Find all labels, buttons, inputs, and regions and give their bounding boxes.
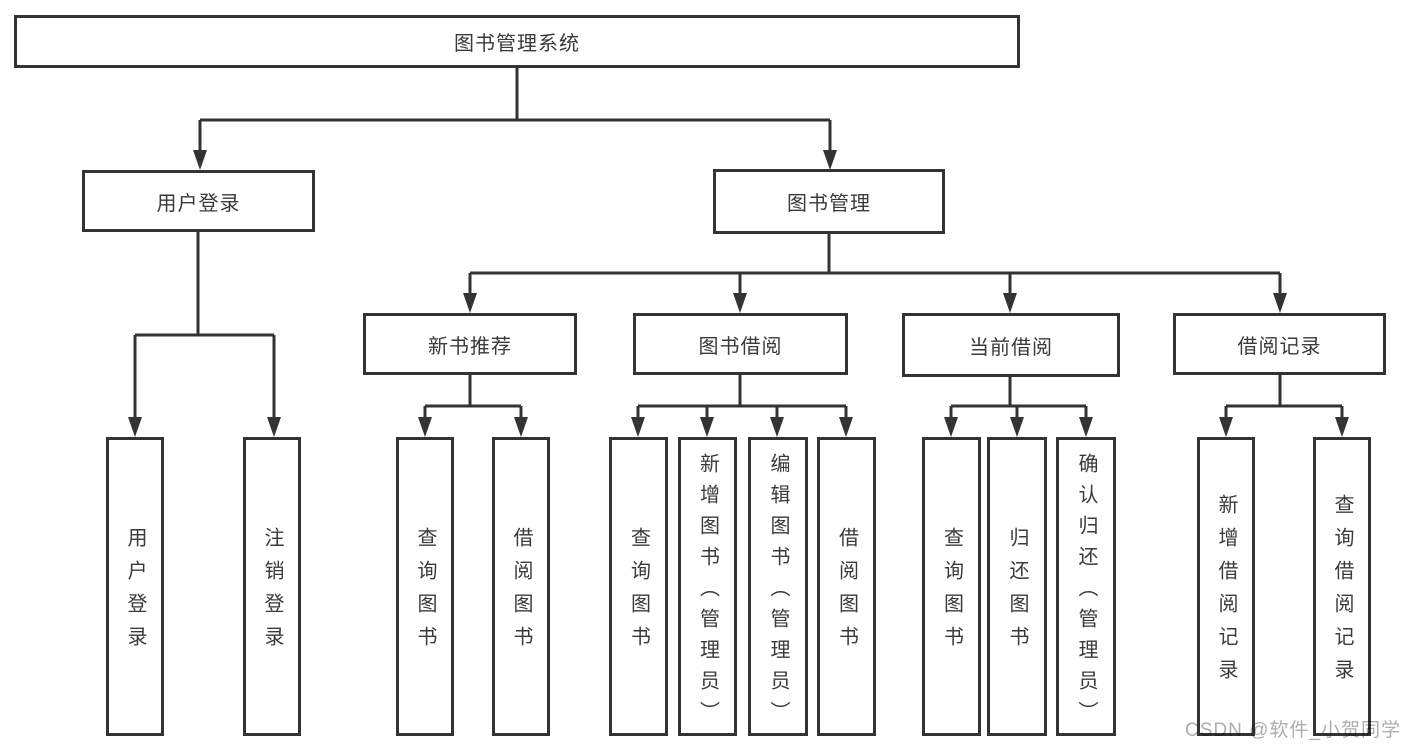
leaf-borrow-books: 借阅图书: [817, 437, 876, 736]
leaf-return-books-label: 归还图书: [1006, 527, 1028, 659]
leaf-borrow-books-recommend-label: 借阅图书: [510, 527, 532, 659]
node-user-login-label: 用户登录: [156, 192, 241, 215]
leaf-user-login: 用户登录: [106, 437, 164, 736]
leaf-add-borrow-record-label: 新增借阅记录: [1215, 494, 1237, 692]
leaf-logout: 注销登录: [243, 437, 301, 736]
node-root: 图书管理系统: [14, 15, 1020, 68]
node-book-management-label: 图书管理: [787, 193, 871, 215]
node-borrowing-records: 借阅记录: [1173, 313, 1386, 375]
node-new-book-recommend-label: 新书推荐: [428, 335, 512, 358]
node-current-borrowing-label: 当前借阅: [969, 336, 1053, 359]
leaf-query-books-borrowing: 查询图书: [609, 437, 668, 736]
watermark: CSDN @软件_小贺同学: [1185, 720, 1401, 741]
leaf-add-book-admin-label: 新增图书（管理员）: [696, 452, 719, 732]
leaf-query-books-borrowing-label: 查询图书: [627, 527, 650, 659]
leaf-query-borrow-record-label: 查询借阅记录: [1331, 494, 1353, 692]
leaf-query-books-current: 查询图书: [922, 437, 981, 736]
leaf-confirm-return-admin-label: 确认归还（管理员）: [1075, 452, 1097, 732]
leaf-edit-book-admin-label: 编辑图书（管理员）: [767, 452, 789, 732]
node-root-label: 图书管理系统: [454, 33, 580, 55]
leaf-borrow-books-label: 借阅图书: [835, 527, 858, 659]
node-new-book-recommend: 新书推荐: [363, 313, 577, 375]
node-book-borrowing: 图书借阅: [633, 313, 848, 375]
leaf-return-books: 归还图书: [987, 437, 1047, 736]
leaf-add-book-admin: 新增图书（管理员）: [678, 437, 737, 736]
node-book-management: 图书管理: [713, 169, 945, 234]
leaf-query-borrow-record: 查询借阅记录: [1313, 437, 1371, 736]
leaf-add-borrow-record: 新增借阅记录: [1197, 437, 1255, 736]
leaf-edit-book-admin: 编辑图书（管理员）: [748, 437, 808, 736]
leaf-query-books-current-label: 查询图书: [940, 527, 963, 659]
node-user-login: 用户登录: [82, 170, 315, 232]
leaf-query-books-recommend-label: 查询图书: [414, 527, 436, 659]
leaf-confirm-return-admin: 确认归还（管理员）: [1056, 437, 1116, 736]
leaf-borrow-books-recommend: 借阅图书: [492, 437, 550, 736]
node-book-borrowing-label: 图书借阅: [698, 335, 783, 358]
node-borrowing-records-label: 借阅记录: [1237, 335, 1322, 358]
leaf-logout-label: 注销登录: [261, 527, 283, 659]
leaf-query-books-recommend: 查询图书: [396, 437, 454, 736]
node-current-borrowing: 当前借阅: [902, 313, 1120, 377]
leaf-user-login-label: 用户登录: [124, 527, 146, 659]
